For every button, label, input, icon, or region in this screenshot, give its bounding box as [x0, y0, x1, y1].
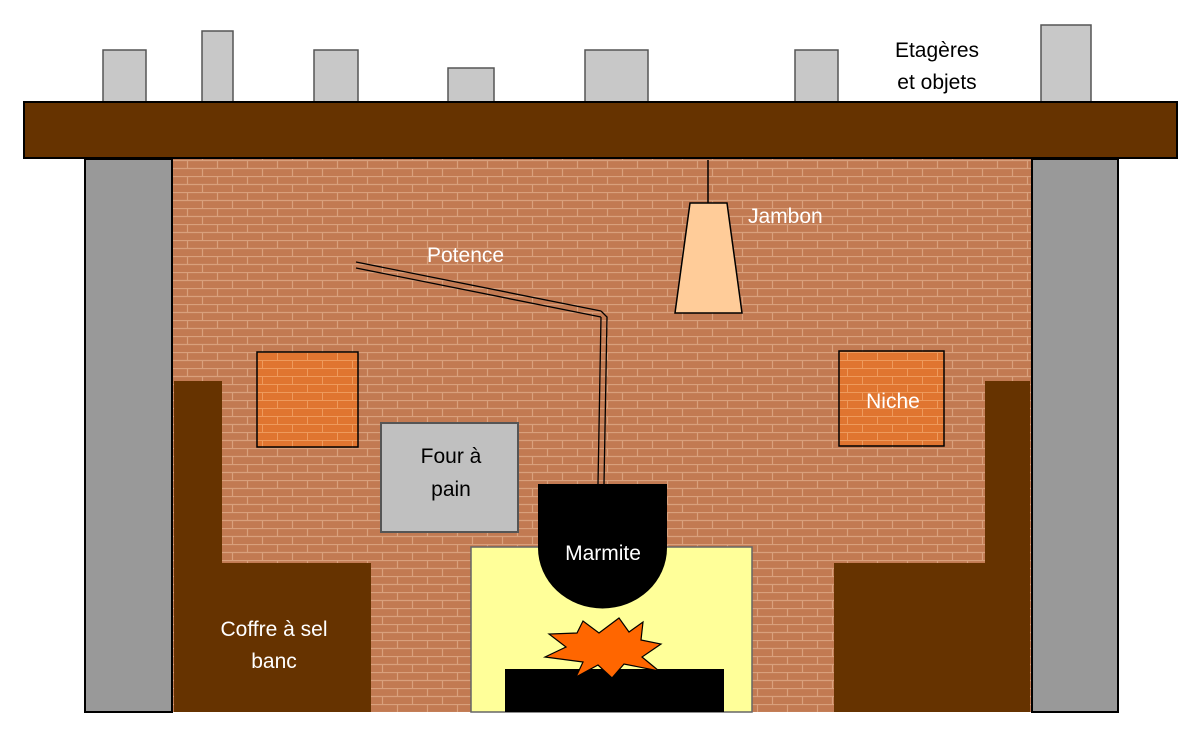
right-pillar [1031, 158, 1119, 713]
bread-oven [380, 422, 519, 533]
niche-label: Niche [866, 390, 920, 413]
shelf-objects [102, 24, 1092, 103]
right-niche [838, 350, 945, 447]
shelf-object [584, 49, 649, 103]
shelf-object [201, 30, 234, 103]
shelf-object [447, 67, 495, 103]
firedogs-log [505, 669, 724, 712]
bread-oven-label-line2: pain [431, 478, 471, 501]
pot-hanger-icon [355, 261, 608, 485]
salt-chest-bench [174, 381, 371, 712]
left-pillar [84, 158, 173, 713]
cauldron-icon [538, 484, 667, 609]
shelf-object [794, 49, 839, 103]
shelf-object [313, 49, 359, 103]
shelf-object [1040, 24, 1092, 103]
ham-icon [674, 202, 743, 314]
shelves-label-line2: et objets [897, 71, 976, 94]
salt-chest-label-line2: banc [251, 650, 297, 673]
flame-icon [542, 617, 663, 679]
mantel-beam [23, 101, 1178, 159]
cauldron-label: Marmite [565, 542, 641, 565]
ham-label: Jambon [748, 205, 823, 228]
left-niche [256, 351, 359, 448]
bread-oven-label-line1: Four à [421, 445, 482, 468]
shelves-label-line1: Etagères [895, 39, 979, 62]
right-bench [834, 381, 1030, 712]
shelf-object [102, 49, 147, 103]
pot-hanger-label: Potence [427, 244, 504, 267]
salt-chest-label-line1: Coffre à sel [221, 618, 328, 641]
